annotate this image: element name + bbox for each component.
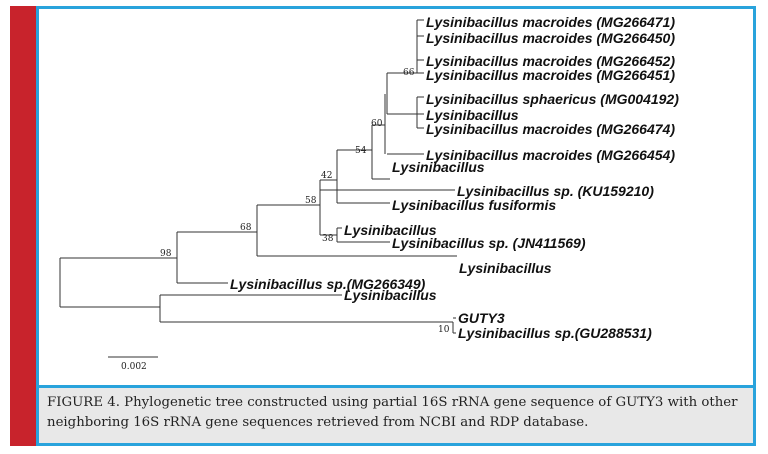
bootstrap-value: 58 bbox=[305, 196, 317, 206]
bootstrap-value: 66 bbox=[403, 68, 415, 78]
leaf-label: Lysinibacillus bbox=[344, 287, 437, 303]
bootstrap-value: 68 bbox=[240, 223, 252, 233]
leaf-label: Lysinibacillus sp. (JN411569) bbox=[392, 235, 586, 251]
bootstrap-value: 60 bbox=[371, 119, 383, 129]
bootstrap-value: 42 bbox=[321, 171, 332, 181]
bootstrap-value: 38 bbox=[322, 234, 334, 244]
leaf-label: Lysinibacillus macroides (MG266450) bbox=[426, 30, 675, 46]
leaf-label: Lysinibacillus sp.(MG266349) bbox=[230, 276, 426, 292]
scale-bar-label: 0.002 bbox=[121, 362, 147, 372]
accent-bar bbox=[10, 6, 36, 446]
bootstrap-value: 54 bbox=[355, 146, 367, 156]
bootstrap-values: 66 60 54 42 58 38 68 98 10 bbox=[160, 68, 450, 335]
bootstrap-value: 10 bbox=[438, 325, 450, 335]
leaf-label: Lysinibacillus fusiformis bbox=[392, 197, 556, 213]
figure-caption-box: FIGURE 4. Phylogenetic tree constructed … bbox=[39, 385, 753, 443]
leaf-label: Lysinibacillus macroides (MG266474) bbox=[426, 121, 675, 137]
leaf-label: Lysinibacillus sp. (KU159210) bbox=[457, 183, 654, 199]
leaf-label: Lysinibacillus bbox=[392, 159, 485, 175]
leaf-label: Lysinibacillus sphaericus (MG004192) bbox=[426, 91, 679, 107]
leaf-label: GUTY3 bbox=[458, 310, 505, 326]
bootstrap-value: 98 bbox=[160, 249, 172, 259]
tree-branches bbox=[59, 19, 457, 358]
figure-caption: FIGURE 4. Phylogenetic tree constructed … bbox=[47, 395, 738, 430]
leaf-label: Lysinibacillus bbox=[459, 260, 552, 276]
leaf-label: Lysinibacillus macroides (MG266451) bbox=[426, 67, 675, 83]
leaf-label: Lysinibacillus bbox=[344, 222, 437, 238]
leaf-label: Lysinibacillus bbox=[426, 107, 519, 123]
figure-frame bbox=[36, 6, 756, 446]
leaf-label: Lysinibacillus macroides (MG266454) bbox=[426, 147, 675, 163]
leaf-label: Lysinibacillus sp.(GU288531) bbox=[458, 325, 652, 341]
leaf-label: Lysinibacillus macroides (MG266452) bbox=[426, 53, 675, 69]
leaf-labels: Lysinibacillus macroides (MG266471) Lysi… bbox=[230, 14, 679, 341]
leaf-label: Lysinibacillus macroides (MG266471) bbox=[426, 14, 675, 30]
